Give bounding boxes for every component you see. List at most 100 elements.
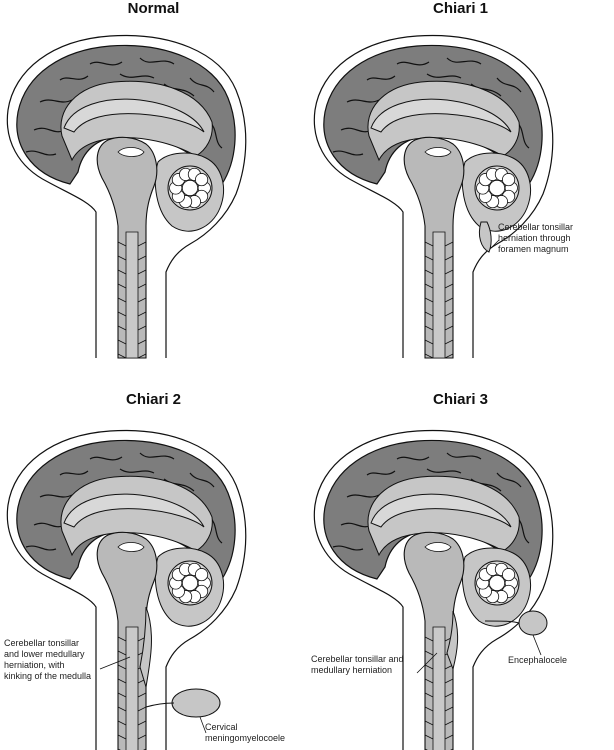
gyrus [426,73,462,79]
vertebra-line [444,311,454,317]
vertebra-line [424,734,434,740]
corpus-callosum [370,98,512,133]
gyrus [446,452,482,460]
gyrus [396,456,430,461]
panel-title: Chiari 2 [125,391,182,408]
annotation-encephalocele: Encephalocele [508,655,568,665]
gyrus [366,75,396,81]
gyrus [89,456,123,461]
vertebra-line [137,255,147,261]
vertebra-line [117,325,127,331]
gyrus [25,545,57,551]
gyrus [496,77,522,93]
brain-diagram-chiari-2 [6,429,247,750]
panel-title: Chiari 3 [432,391,489,408]
vertebra-line [424,692,434,698]
vertebra-line [137,297,147,303]
vertebra-line [117,283,127,289]
ventricle [424,147,452,157]
vertebra-line [424,297,434,303]
gyrus [59,75,89,81]
gyrus [139,452,175,460]
vertebra-line [137,720,147,726]
vertebra-line [424,311,434,317]
cerebellar-folium [195,173,209,187]
vertebra-line [117,636,127,642]
vertebra-line [117,269,127,275]
vertebra-line [424,706,434,712]
corpus-callosum [370,493,512,528]
vertebra-line [444,255,454,261]
vertebra-line [137,269,147,275]
vertebra-line [444,297,454,303]
brain-group [6,429,247,750]
vertebra-line [117,311,127,317]
vertebra-line [424,255,434,261]
gyrus [446,57,482,65]
spinal-cord [125,231,139,359]
gyrus [59,470,89,476]
brain-group [313,429,554,750]
meningomyelocoele-sac [171,688,221,718]
panel-title: Normal [127,0,180,17]
vertebra-line [137,241,147,247]
gyrus [189,77,215,93]
ventricle [117,542,145,552]
vertebra-line [424,664,434,670]
vertebra-line [444,734,454,740]
gyrus [426,468,462,474]
annotation-cervical-meningomyelocoele: Cervical meningomyelocoele [205,722,286,743]
cerebellar-folium [195,568,209,582]
gyrus [346,99,380,103]
herniated-medulla [139,606,152,688]
gyrus [139,57,175,65]
sac-stalk [484,620,520,624]
gyrus [332,150,364,156]
vertebra-line [424,283,434,289]
cerebellar-core [488,574,506,592]
gyrus [119,73,155,79]
vertebra-line [137,692,147,698]
cerebellar-core [488,179,506,197]
vertebra-line [444,678,454,684]
gyrus [39,494,73,498]
ventricle [424,542,452,552]
vertebra-line [424,636,434,642]
panel-chiari-2: Chiari 2 Cerebellar tonsillar and lower … [0,375,307,750]
vertebra-line [444,339,454,345]
cerebellar-folium [502,173,516,187]
gyrus [366,470,396,476]
vertebra-line [117,706,127,712]
vertebra-line [117,339,127,345]
vertebra-line [444,706,454,712]
encephalocele-sac [518,610,548,636]
leader-line [532,634,542,656]
vertebra-line [117,353,127,359]
gyrus [346,494,380,498]
vertebra-line [444,353,454,359]
brain-diagram-chiari-1 [313,34,554,359]
vertebra-line [117,720,127,726]
gyrus [496,472,522,488]
gyrus [396,61,430,66]
herniated-tonsil [478,221,492,253]
vertebra-line [424,325,434,331]
corpus-callosum [63,98,205,133]
brain-group [6,34,247,359]
vertebra-line [117,692,127,698]
spinal-cord [432,626,446,750]
cerebellar-core [181,179,199,197]
vertebra-line [117,255,127,261]
annotation-medullary-herniation: Cerebellar tonsillar and medullary herni… [311,654,404,675]
vertebra-line [137,353,147,359]
vertebra-line [137,734,147,740]
vertebra-line [424,353,434,359]
vertebra-line [424,650,434,656]
vertebra-line [117,664,127,670]
vertebra-line [424,678,434,684]
vertebra-line [137,325,147,331]
gyrus [189,472,215,488]
vertebra-line [444,241,454,247]
vertebra-line [444,325,454,331]
vertebra-line [137,283,147,289]
